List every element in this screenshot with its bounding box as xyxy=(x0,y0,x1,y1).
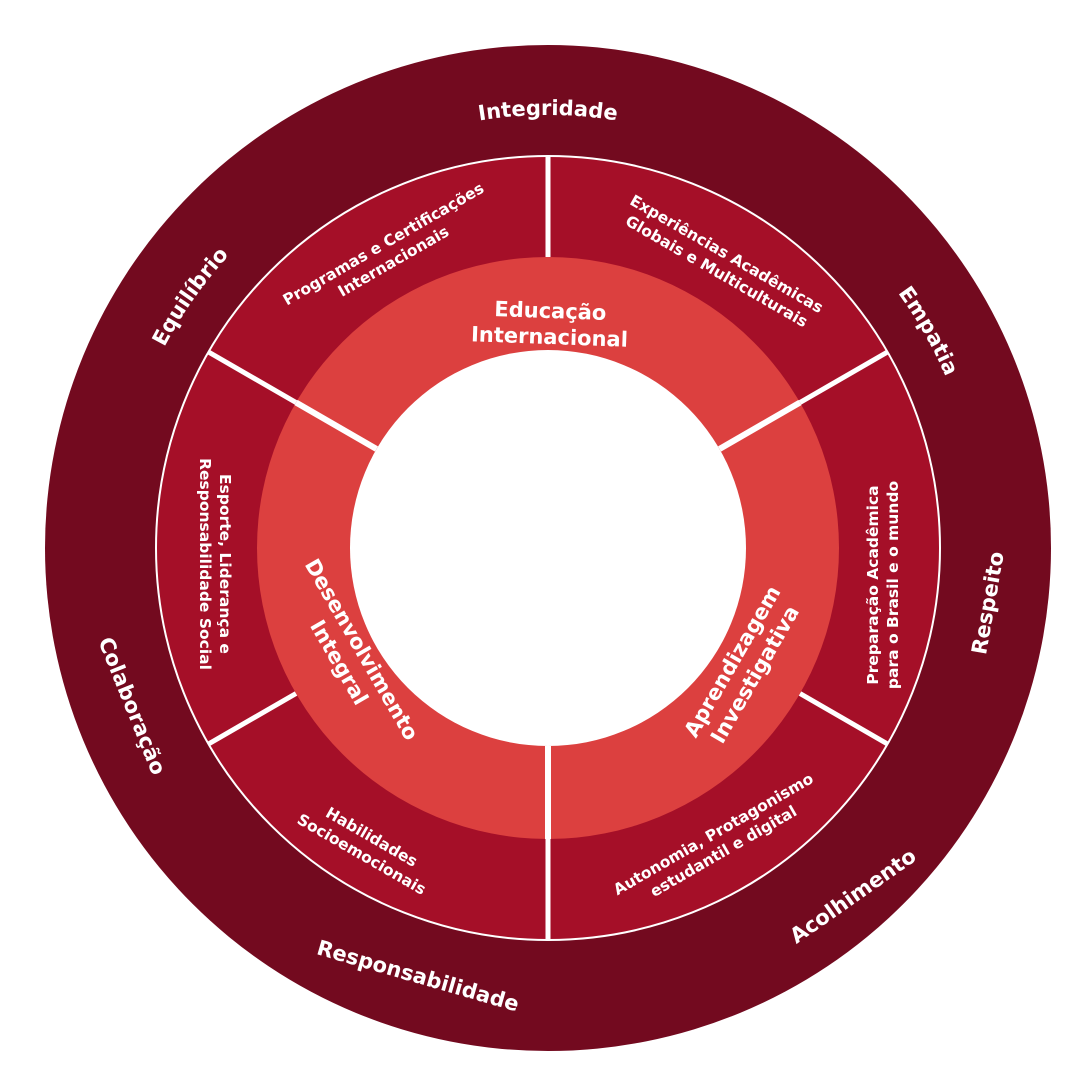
educacao-internacional-label: Educação Internacional xyxy=(471,297,629,352)
esporte-label: Esporte, Liderança e Responsabilidade So… xyxy=(196,458,234,670)
divider-inner-upper-left xyxy=(294,399,379,452)
inner-ring-dividers xyxy=(294,399,802,839)
esporte-line-1: Esporte, Liderança e xyxy=(216,474,234,654)
divider-middle-lower-right xyxy=(798,691,889,747)
center-circle xyxy=(350,350,746,746)
educacao-line-2: Internacional xyxy=(471,322,629,351)
divider-inner-upper-right xyxy=(717,399,802,452)
divider-middle-lower-left xyxy=(207,691,298,747)
esporte-line-2: Responsabilidade Social xyxy=(196,458,214,670)
preparacao-line-1: Preparação Acadêmica xyxy=(864,485,882,684)
middle-ring-dividers xyxy=(207,156,889,940)
preparacao-label: Preparação Acadêmica para o Brasil e o m… xyxy=(864,481,902,689)
preparacao-line-2: para o Brasil e o mundo xyxy=(884,481,902,689)
divider-middle-upper-left xyxy=(207,349,298,405)
educacao-line-1: Educação xyxy=(494,297,607,325)
divider-middle-upper-right xyxy=(798,349,889,405)
